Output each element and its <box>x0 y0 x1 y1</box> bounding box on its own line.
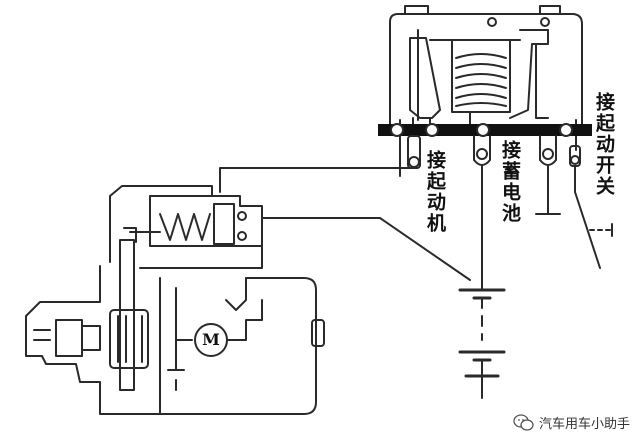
label-to-starter: 接起动机 <box>424 150 446 234</box>
label-to-start-switch: 接起动开关 <box>593 92 615 197</box>
drive-end-housing <box>25 265 161 415</box>
wire-relay-to-solenoid <box>219 167 415 193</box>
relay-coil <box>455 53 507 107</box>
relay-rivet-left <box>487 17 497 27</box>
starter-solenoid <box>149 195 263 247</box>
motor-body <box>159 277 317 415</box>
overrunning-clutch <box>109 309 149 369</box>
label-to-battery: 接蓄电池 <box>499 140 521 224</box>
battery-symbol <box>458 288 506 399</box>
watermark-text: 汽车用车小助手 <box>538 417 630 432</box>
shift-lever <box>119 239 135 391</box>
terminal-ground-post <box>539 135 557 166</box>
motor-symbol <box>194 323 228 357</box>
terminal-battery-post <box>473 135 491 166</box>
wire-start-switch <box>574 165 601 269</box>
relay-top-contact-left <box>404 5 429 15</box>
motor-label: M <box>202 330 220 349</box>
relay-contact-arm <box>409 37 441 119</box>
pinion-gear <box>55 319 83 357</box>
solenoid-spring <box>159 213 211 241</box>
watermark: 汽车用车小助手 <box>513 413 630 432</box>
starter-frame-top <box>109 185 213 263</box>
wechat-icon <box>513 413 534 431</box>
relay-top-contact-right <box>539 5 561 15</box>
relay-rivet-right <box>540 17 550 27</box>
wire-solenoid-to-battery <box>261 217 471 281</box>
relay-housing <box>389 13 583 129</box>
